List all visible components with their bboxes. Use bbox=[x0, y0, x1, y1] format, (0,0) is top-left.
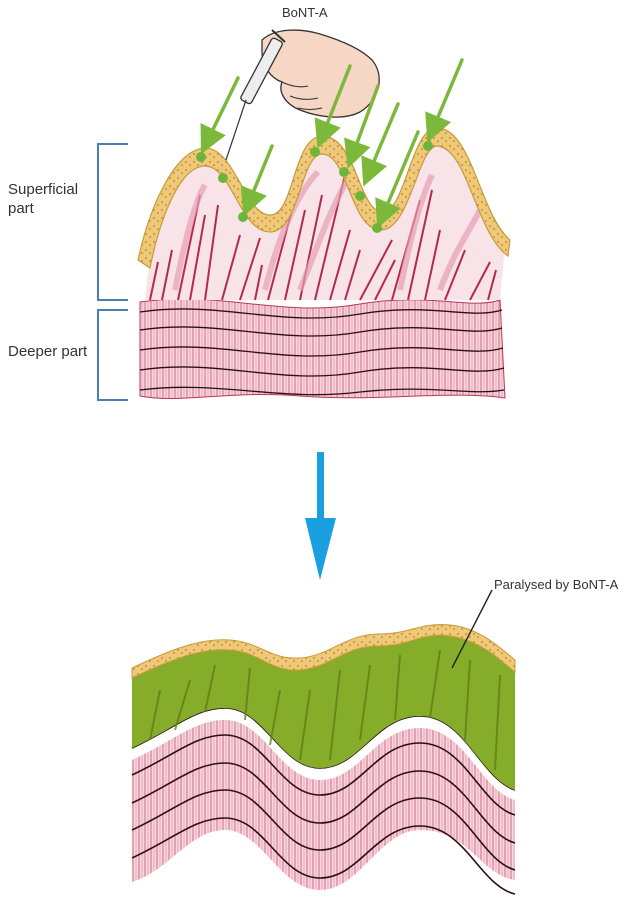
injection-point bbox=[238, 212, 248, 222]
injection-arrow bbox=[430, 60, 462, 136]
injection-point bbox=[355, 191, 365, 201]
superficial-bracket bbox=[98, 144, 128, 300]
injection-point bbox=[372, 223, 382, 233]
deeper-part-label: Deeper part bbox=[8, 342, 87, 361]
deeper-bracket bbox=[98, 310, 128, 400]
injection-arrow bbox=[246, 146, 272, 210]
injection-point bbox=[339, 167, 349, 177]
injection-point bbox=[218, 173, 228, 183]
transition-arrow bbox=[305, 452, 336, 580]
paralysed-label: Paralysed by BoNT-A bbox=[494, 575, 618, 594]
injection-point bbox=[310, 147, 320, 157]
syringe-icon bbox=[226, 30, 285, 160]
injection-point bbox=[423, 141, 433, 151]
bont-a-label: BoNT-A bbox=[282, 3, 328, 22]
injection-point bbox=[196, 152, 206, 162]
deeper-muscle-layers bbox=[140, 299, 505, 399]
injection-arrow bbox=[366, 104, 398, 180]
superficial-part-label: Superficial part bbox=[8, 180, 88, 218]
